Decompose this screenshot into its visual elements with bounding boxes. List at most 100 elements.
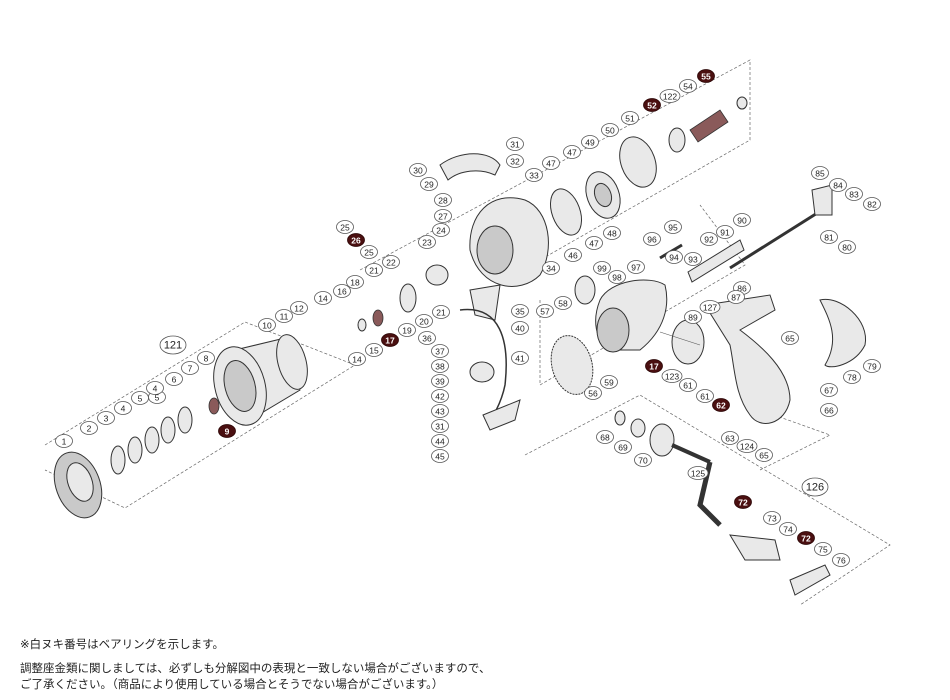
label-number: 3 bbox=[104, 414, 109, 424]
part-number-label: 94 bbox=[665, 250, 683, 264]
label-oval bbox=[333, 284, 351, 298]
part-number-label: 6 bbox=[165, 372, 183, 386]
label-oval bbox=[829, 178, 847, 192]
part-number-label: 24 bbox=[432, 223, 450, 237]
part-number-label: 33 bbox=[525, 168, 543, 182]
disclaimer-line-2: ご了承ください。（商品により使用している場合とそうでない場合がございます。） bbox=[20, 677, 444, 691]
label-number: 2 bbox=[87, 424, 92, 434]
part-number-label: 43 bbox=[431, 404, 449, 418]
part-number-label: 37 bbox=[431, 344, 449, 358]
part-number-label: 76 bbox=[832, 553, 850, 567]
label-oval bbox=[197, 351, 215, 365]
label-oval bbox=[665, 250, 683, 264]
part-number-label: 79 bbox=[863, 359, 881, 373]
label-number: 16 bbox=[337, 287, 347, 297]
label-oval bbox=[659, 89, 681, 103]
label-oval bbox=[614, 440, 632, 454]
side-cover bbox=[819, 298, 866, 368]
label-oval bbox=[781, 331, 799, 345]
label-number: 56 bbox=[588, 389, 598, 399]
label-oval bbox=[581, 135, 599, 149]
label-number: 61 bbox=[700, 392, 710, 402]
part-number-label: 10 bbox=[258, 318, 276, 332]
label-oval bbox=[601, 123, 619, 137]
label-oval bbox=[131, 391, 149, 405]
label-oval bbox=[336, 220, 354, 234]
label-number: 124 bbox=[740, 442, 754, 452]
label-number: 59 bbox=[604, 378, 614, 388]
part-number-label: 63 bbox=[721, 431, 739, 445]
part-number-label: 19 bbox=[398, 323, 416, 337]
label-oval bbox=[700, 232, 718, 246]
label-oval bbox=[506, 154, 524, 168]
bearing-part-label: 9 bbox=[218, 424, 236, 438]
label-number: 79 bbox=[867, 362, 877, 372]
label-oval bbox=[734, 495, 752, 509]
label-oval bbox=[146, 381, 164, 395]
bearing-part-label: 72 bbox=[734, 495, 752, 509]
label-number: 58 bbox=[558, 299, 568, 309]
spool bbox=[213, 334, 308, 426]
bearing-part-label: 55 bbox=[697, 69, 715, 83]
part-number-label: 2 bbox=[80, 421, 98, 435]
part-number-label: 73 bbox=[763, 511, 781, 525]
label-oval bbox=[420, 177, 438, 191]
label-oval bbox=[863, 197, 881, 211]
label-number: 61 bbox=[683, 381, 693, 391]
label-number: 31 bbox=[510, 140, 520, 150]
part-number-label: 32 bbox=[506, 154, 524, 168]
label-number: 91 bbox=[720, 228, 730, 238]
part-number-label: 75 bbox=[814, 542, 832, 556]
label-oval bbox=[365, 343, 383, 357]
label-oval bbox=[536, 304, 554, 318]
label-number: 39 bbox=[435, 377, 445, 387]
drive-gear bbox=[550, 319, 705, 395]
label-oval bbox=[838, 240, 856, 254]
label-number: 83 bbox=[849, 190, 859, 200]
rotor-nut-plate bbox=[549, 188, 583, 236]
label-number: 38 bbox=[435, 362, 445, 372]
part-number-label: 85 bbox=[811, 166, 829, 180]
label-number: 123 bbox=[665, 372, 679, 382]
part-number-label: 21 bbox=[432, 305, 450, 319]
label-oval bbox=[664, 220, 682, 234]
label-number: 87 bbox=[731, 293, 741, 303]
label-number: 14 bbox=[318, 294, 328, 304]
part-number-label: 84 bbox=[829, 178, 847, 192]
label-oval bbox=[727, 290, 745, 304]
label-number: 76 bbox=[836, 556, 846, 566]
part-number-label: 96 bbox=[643, 232, 661, 246]
part-number-label: 41 bbox=[511, 351, 529, 365]
label-number: 45 bbox=[435, 452, 445, 462]
part-number-label: 56 bbox=[584, 386, 602, 400]
label-number: 75 bbox=[818, 545, 828, 555]
label-number: 30 bbox=[413, 166, 423, 176]
label-number: 26 bbox=[351, 236, 361, 246]
bearing-part-label: 17 bbox=[645, 359, 663, 373]
label-number: 31 bbox=[435, 422, 445, 432]
label-oval bbox=[679, 79, 697, 93]
label-number: 122 bbox=[663, 92, 677, 102]
part-number-label: 31 bbox=[506, 137, 524, 151]
bearing-part-label: 62 bbox=[712, 398, 730, 412]
label-number: 36 bbox=[422, 334, 432, 344]
label-number: 65 bbox=[785, 334, 795, 344]
label-oval bbox=[621, 111, 639, 125]
label-number: 29 bbox=[424, 180, 434, 190]
label-oval bbox=[679, 378, 697, 392]
label-oval bbox=[684, 310, 702, 324]
part-number-label: 14 bbox=[314, 291, 332, 305]
label-oval bbox=[431, 434, 449, 448]
part-number-label: 18 bbox=[346, 275, 364, 289]
label-number: 48 bbox=[607, 229, 617, 239]
label-number: 25 bbox=[340, 223, 350, 233]
label-oval bbox=[432, 223, 450, 237]
label-number: 74 bbox=[783, 525, 793, 535]
part-number-label: 82 bbox=[863, 197, 881, 211]
part-number-label: 5 bbox=[131, 391, 149, 405]
label-oval bbox=[290, 301, 308, 315]
part-number-label: 51 bbox=[621, 111, 639, 125]
part-number-label: 83 bbox=[845, 187, 863, 201]
label-number: 72 bbox=[738, 498, 748, 508]
